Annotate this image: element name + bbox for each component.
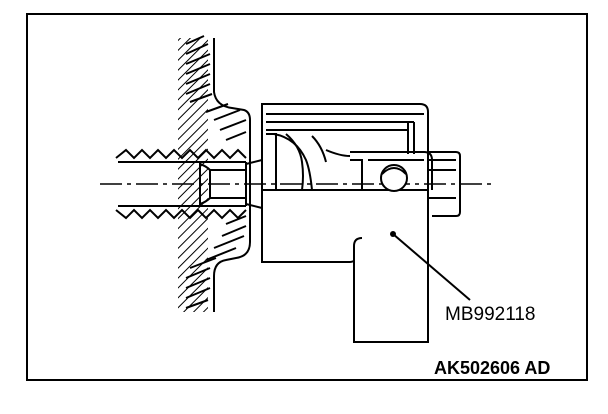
callout-leader [390,231,471,301]
figure-id-label: AK502606 AD [434,358,550,378]
figure-frame [26,13,588,381]
threaded-shaft [115,148,263,220]
tool-callout-label: MB992118 [445,304,536,325]
special-tool-body [261,103,461,343]
housing-wall [178,35,251,312]
